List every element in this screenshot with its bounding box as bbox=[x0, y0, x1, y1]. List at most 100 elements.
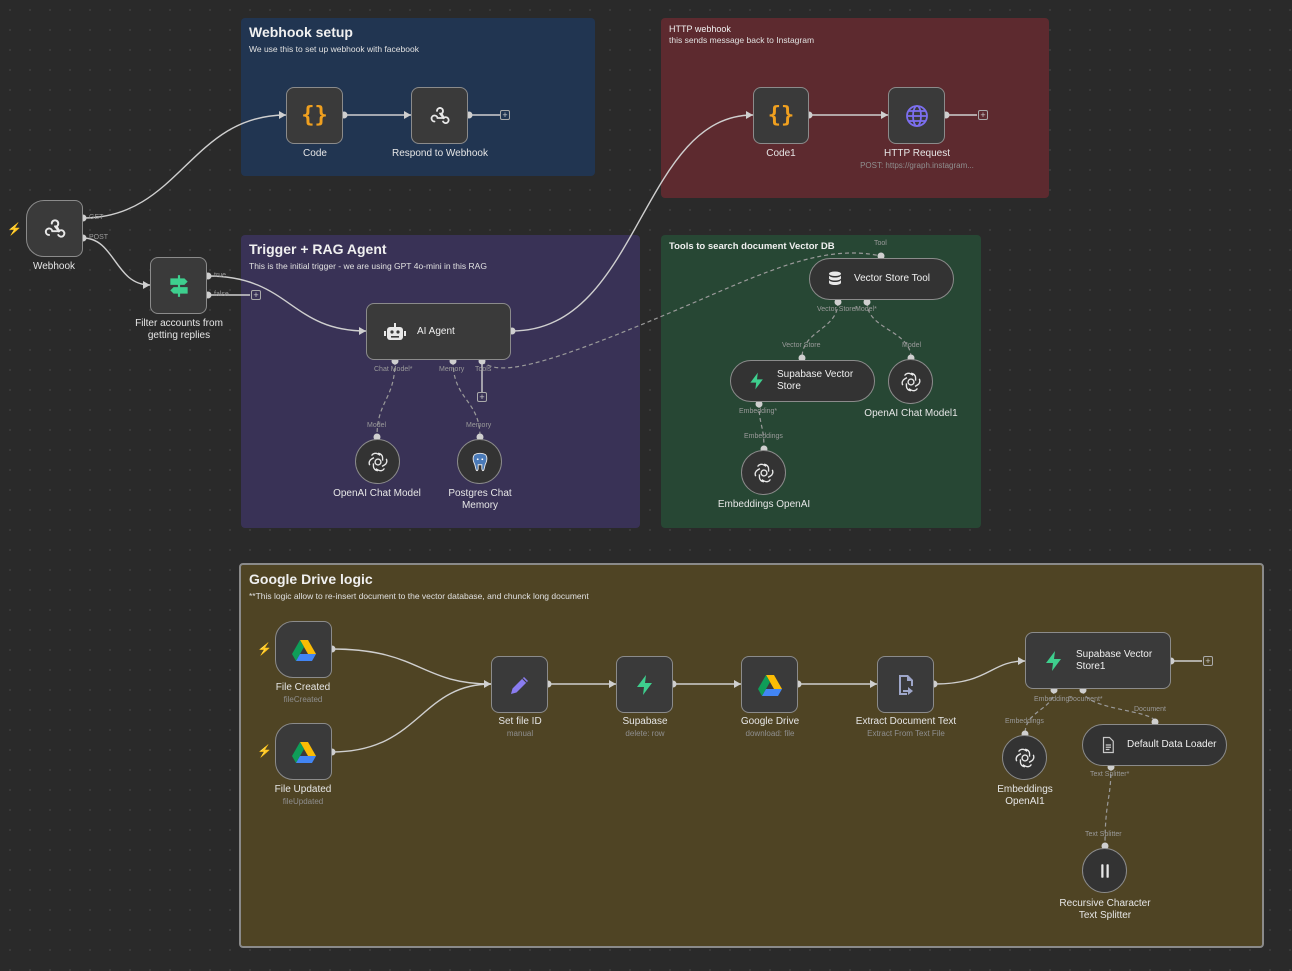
connection-arrow bbox=[404, 111, 411, 119]
node-supabase[interactable] bbox=[616, 656, 673, 713]
node-code1[interactable]: {} bbox=[753, 87, 809, 144]
add-tool-button[interactable]: + bbox=[477, 392, 487, 402]
port-label: Tool bbox=[874, 240, 887, 247]
node-subtitle: fileUpdated bbox=[238, 797, 368, 806]
node-label: Google Drive bbox=[705, 716, 835, 728]
node-google-drive[interactable] bbox=[741, 656, 798, 713]
node-default-data-loader[interactable]: Default Data Loader bbox=[1082, 724, 1227, 766]
node-embeddings-openai[interactable] bbox=[741, 450, 786, 495]
node-label: Code bbox=[250, 148, 380, 160]
node-label: Respond to Webhook bbox=[375, 148, 505, 160]
connection-arrow bbox=[279, 111, 286, 119]
node-ai-agent[interactable]: AI Agent bbox=[366, 303, 511, 360]
node-postgres-memory[interactable] bbox=[457, 439, 502, 484]
webhook-icon bbox=[42, 216, 68, 242]
node-label: Set file ID bbox=[455, 716, 585, 728]
port-label: Embeddings bbox=[1005, 718, 1044, 725]
node-label: Supabase Vector Store bbox=[777, 369, 857, 393]
node-label: Supabase Vector Store1 bbox=[1076, 649, 1156, 673]
supabase-bolt-icon bbox=[1042, 649, 1066, 673]
connection-arrow bbox=[870, 680, 877, 688]
supabase-bolt-icon bbox=[633, 673, 657, 697]
port-label: Embeddings bbox=[744, 433, 783, 440]
port-label: Text Splitter bbox=[1085, 831, 1122, 838]
node-subtitle: manual bbox=[455, 729, 585, 738]
openai-icon bbox=[1014, 747, 1036, 769]
node-label: Webhook bbox=[0, 261, 119, 273]
connection bbox=[332, 649, 491, 684]
node-file-created[interactable] bbox=[275, 621, 332, 678]
connection-arrow bbox=[484, 680, 491, 688]
node-subtitle: POST: https://graph.instagram... bbox=[852, 161, 982, 170]
split-icon bbox=[1096, 862, 1114, 880]
connection-arrow bbox=[1018, 657, 1025, 665]
node-vector-store-tool[interactable]: Vector Store Tool bbox=[809, 258, 954, 300]
node-webhook[interactable] bbox=[26, 200, 83, 257]
connection-arrow bbox=[609, 680, 616, 688]
connection bbox=[83, 115, 286, 218]
node-supabase-vector-store[interactable]: Supabase Vector Store bbox=[730, 360, 875, 402]
node-label: HTTP Request bbox=[852, 148, 982, 160]
trigger-bolt-icon: ⚡ bbox=[257, 744, 272, 758]
node-label: OpenAI Chat Model bbox=[312, 488, 442, 500]
add-node-button[interactable]: + bbox=[1203, 656, 1213, 666]
openai-icon bbox=[900, 371, 922, 393]
trigger-bolt-icon: ⚡ bbox=[257, 642, 272, 656]
node-openai-chat-model1[interactable] bbox=[888, 359, 933, 404]
connection bbox=[934, 661, 1025, 684]
node-filter[interactable] bbox=[150, 257, 207, 314]
robot-icon bbox=[383, 320, 407, 344]
database-icon bbox=[826, 270, 844, 288]
port-label: GET bbox=[89, 214, 103, 221]
file-extract-icon bbox=[894, 673, 918, 697]
node-embeddings-openai1[interactable] bbox=[1002, 735, 1047, 780]
port-label: Model bbox=[902, 342, 921, 349]
node-label: File Updated bbox=[238, 784, 368, 796]
port-label: Chat Model* bbox=[374, 366, 413, 373]
node-label: Vector Store Tool bbox=[854, 273, 930, 285]
node-subtitle: delete: row bbox=[580, 729, 710, 738]
port-label: Model* bbox=[855, 306, 877, 313]
add-node-button[interactable]: + bbox=[251, 290, 261, 300]
node-http-request[interactable] bbox=[888, 87, 945, 144]
document-icon bbox=[1099, 736, 1117, 754]
node-respond-to-webhook[interactable] bbox=[411, 87, 468, 144]
globe-icon bbox=[905, 104, 929, 128]
node-label: Extract Document Text bbox=[841, 716, 971, 728]
node-label: OpenAI Chat Model1 bbox=[846, 408, 976, 420]
port-label: Memory bbox=[466, 422, 491, 429]
supabase-bolt-icon bbox=[747, 371, 767, 391]
node-subtitle: fileCreated bbox=[238, 695, 368, 704]
add-node-button[interactable]: + bbox=[978, 110, 988, 120]
node-label: Embeddings OpenAI1 bbox=[990, 784, 1060, 808]
node-supabase-vector-store1[interactable]: Supabase Vector Store1 bbox=[1025, 632, 1171, 689]
postgres-elephant-icon bbox=[469, 451, 491, 473]
node-label: Supabase bbox=[580, 716, 710, 728]
node-label: Embeddings OpenAI bbox=[699, 499, 829, 511]
trigger-bolt-icon: ⚡ bbox=[7, 222, 22, 236]
pencil-icon bbox=[508, 673, 532, 697]
node-label: Code1 bbox=[716, 148, 846, 160]
port-label: POST bbox=[89, 234, 108, 241]
node-openai-chat-model[interactable] bbox=[355, 439, 400, 484]
connection bbox=[208, 276, 366, 331]
node-set-file-id[interactable] bbox=[491, 656, 548, 713]
webhook-icon bbox=[428, 104, 452, 128]
node-extract-document-text[interactable] bbox=[877, 656, 934, 713]
connection-arrow bbox=[734, 680, 741, 688]
node-label: Recursive Character Text Splitter bbox=[1055, 898, 1155, 922]
signpost-icon bbox=[166, 273, 192, 299]
connection-arrow bbox=[746, 111, 753, 119]
openai-icon bbox=[367, 451, 389, 473]
node-text-splitter[interactable] bbox=[1082, 848, 1127, 893]
node-label: AI Agent bbox=[417, 326, 455, 338]
node-code[interactable]: {} bbox=[286, 87, 343, 144]
port-label: true bbox=[214, 272, 226, 279]
port-label: Document* bbox=[1068, 696, 1103, 703]
node-file-updated[interactable] bbox=[275, 723, 332, 780]
port-label: Document bbox=[1134, 706, 1166, 713]
node-label: Filter accounts from getting replies bbox=[129, 318, 229, 342]
add-node-button[interactable]: + bbox=[500, 110, 510, 120]
